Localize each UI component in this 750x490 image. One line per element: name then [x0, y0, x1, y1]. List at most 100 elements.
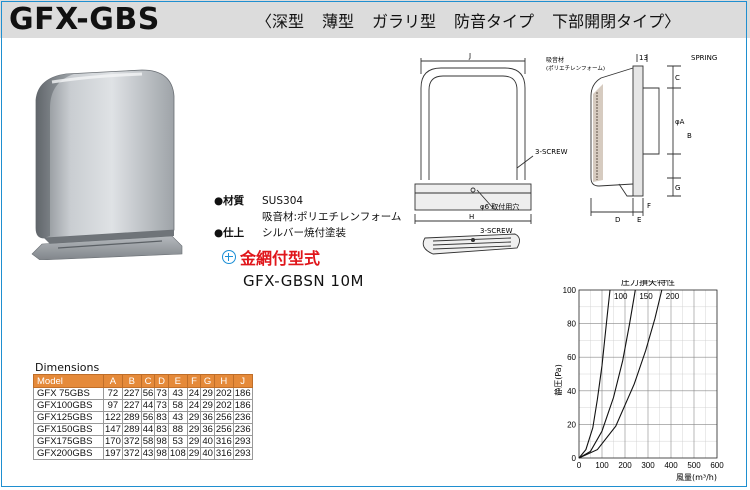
spec-value: SUS304	[262, 195, 304, 207]
table-cell: 53	[167, 435, 188, 448]
spring-label: SPRING	[691, 54, 717, 62]
table-cell: 29	[200, 399, 215, 412]
table-cell: 29	[186, 411, 202, 424]
table-cell: 122	[103, 411, 123, 424]
product-photo	[31, 69, 183, 260]
table-cell: 97	[103, 399, 123, 412]
table-cell: 256	[213, 423, 234, 436]
dim-label-E: E	[637, 216, 641, 224]
column-header: H	[213, 374, 234, 388]
column-header: G	[200, 374, 215, 388]
feature-item: 〈深型	[256, 12, 305, 31]
table-cell: 186	[232, 387, 253, 400]
mesh-icon	[222, 250, 236, 264]
table-cell: 36	[200, 411, 215, 424]
table-cell: 186	[232, 399, 253, 412]
x-tick-label: 500	[687, 461, 701, 470]
column-header: J	[232, 374, 253, 388]
feature-list: 〈深型薄型ガラリ型防音タイプ下部開閉タイプ〉	[256, 8, 698, 32]
table-cell: 98	[154, 435, 169, 448]
table-cell: 29	[186, 423, 202, 436]
y-tick-label: 60	[567, 353, 576, 362]
y-tick-label: 0	[572, 454, 577, 463]
plot-frame	[578, 289, 718, 459]
table-cell: 98	[154, 447, 169, 460]
table-cell: 43	[167, 387, 188, 400]
table-cell: 147	[103, 423, 123, 436]
table-cell: GFX100GBS	[33, 399, 104, 412]
x-tick-label: 200	[618, 461, 632, 470]
table-cell: 372	[121, 447, 142, 460]
spec-key	[214, 209, 262, 225]
table-cell: 58	[140, 435, 156, 448]
mesh-variant-heading: 金網付型式	[222, 245, 320, 269]
absorber-label: 吸音材	[546, 56, 564, 64]
dim-label-D: D	[615, 216, 620, 224]
table-cell: 56	[140, 411, 156, 424]
chart-title: 圧力損失特性	[621, 280, 675, 288]
y-tick-label: 80	[567, 320, 576, 329]
column-header: C	[140, 374, 156, 388]
screw-label: 3-SCREW	[535, 148, 568, 156]
table-cell: 88	[167, 423, 188, 436]
table-cell: 40	[200, 447, 215, 460]
table-cell: 316	[213, 447, 234, 460]
table-cell: GFX125GBS	[33, 411, 104, 424]
dim-label-A: φA	[675, 118, 685, 126]
column-header: E	[167, 374, 188, 388]
table-cell: 43	[167, 411, 188, 424]
x-tick-label: 600	[710, 461, 724, 470]
dim-label-13: 13	[639, 54, 648, 62]
bottom-view	[422, 233, 520, 255]
table-cell: 236	[232, 423, 253, 436]
table-cell: 83	[154, 423, 169, 436]
table-cell: 24	[186, 399, 202, 412]
column-header: D	[154, 374, 169, 388]
table-cell: GFX200GBS	[33, 447, 104, 460]
table-cell: 289	[121, 411, 142, 424]
dim-label-H: H	[469, 213, 474, 221]
series-label-100: 100	[614, 292, 628, 301]
feature-item: 薄型	[322, 12, 355, 31]
table-cell: 36	[200, 423, 215, 436]
feature-item: 防音タイプ	[454, 12, 535, 31]
dim-label-G: G	[675, 184, 680, 192]
spec-value: シルバー焼付塗装	[262, 227, 346, 239]
table-cell: 293	[232, 447, 253, 460]
table-cell: 170	[103, 435, 123, 448]
column-header: A	[103, 374, 123, 388]
table-cell: 289	[121, 423, 142, 436]
table-cell: 316	[213, 435, 234, 448]
y-tick-label: 100	[563, 286, 577, 295]
dim-label-C: C	[675, 74, 680, 82]
series-line-200	[578, 289, 663, 459]
x-tick-label: 300	[641, 461, 655, 470]
side-view	[590, 54, 681, 216]
header-bar: GFX-GBS 〈深型薄型ガラリ型防音タイプ下部開閉タイプ〉	[0, 0, 750, 38]
table-cell: 29	[186, 435, 202, 448]
table-cell: 73	[154, 399, 169, 412]
table-cell: 58	[167, 399, 188, 412]
table-cell: 43	[140, 447, 156, 460]
table-cell: 227	[121, 399, 142, 412]
spec-row: ●仕上シルバー焼付塗装	[214, 225, 401, 241]
table-cell: GFX150GBS	[33, 423, 104, 436]
table-cell: 236	[232, 411, 253, 424]
feature-item: 下部開閉タイプ〉	[552, 12, 681, 31]
dim-label-B: B	[687, 132, 692, 140]
table-cell: 44	[140, 399, 156, 412]
x-tick-label: 100	[595, 461, 609, 470]
hole-label: φ6 取付用穴	[480, 202, 519, 211]
column-header: B	[121, 374, 142, 388]
table-cell: GFX 75GBS	[33, 387, 104, 400]
y-axis-label: 静圧(Pa)	[553, 364, 563, 396]
table-cell: GFX175GBS	[33, 435, 104, 448]
